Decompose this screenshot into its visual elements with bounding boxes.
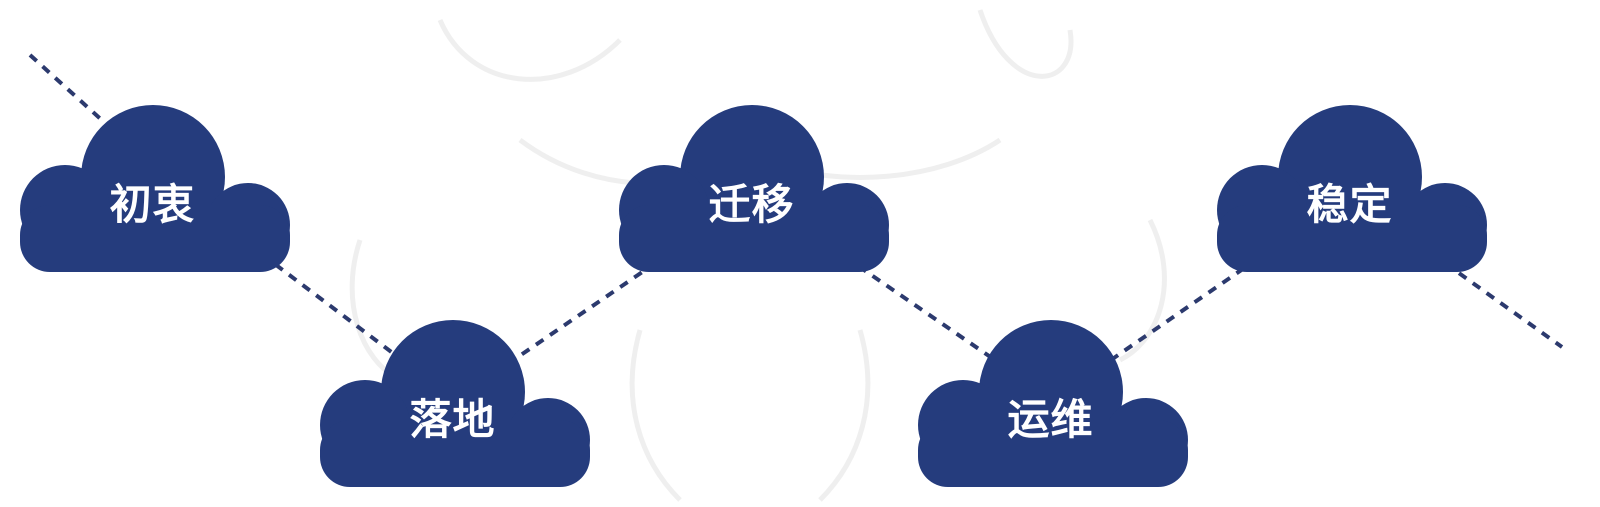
stage-cloud-5: 稳定 <box>1217 105 1487 272</box>
stage-label: 迁移 <box>708 180 795 229</box>
cloud-icon <box>320 320 590 487</box>
stage-cloud-3: 迁移 <box>619 105 889 272</box>
stage-cloud-4: 运维 <box>918 320 1188 487</box>
stage-cloud-2: 落地 <box>320 320 590 487</box>
stage-cloud-1: 初衷 <box>20 105 290 272</box>
cloud-icon <box>20 105 290 272</box>
cloud-icon <box>1217 105 1487 272</box>
cloud-icon <box>619 105 889 272</box>
stage-label: 落地 <box>409 395 496 444</box>
stage-label: 运维 <box>1007 395 1094 444</box>
cloud-icon <box>918 320 1188 487</box>
stage-label: 初衷 <box>109 180 196 229</box>
stage-label: 稳定 <box>1306 180 1393 229</box>
